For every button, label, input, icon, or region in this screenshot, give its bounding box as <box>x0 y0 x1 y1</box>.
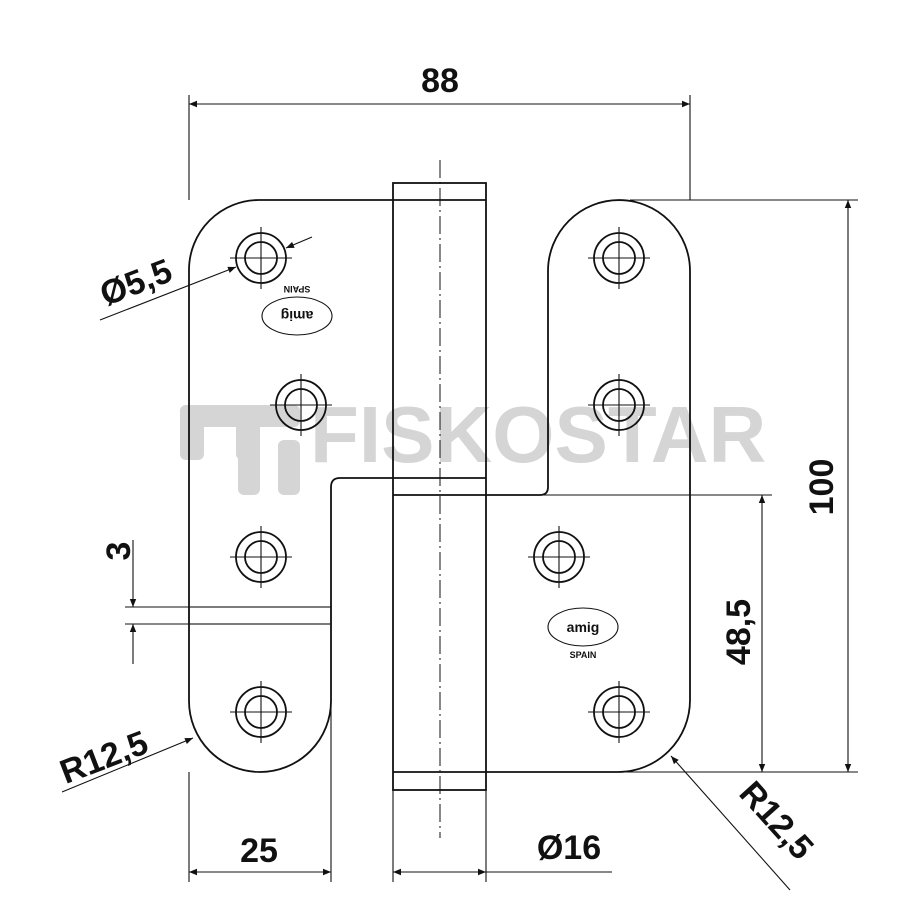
dimension-radius-right: R12,5 <box>670 755 821 891</box>
dimension-hole-diameter: Ø5,5 <box>95 236 313 321</box>
screw-hole-icon <box>588 227 650 289</box>
brand-mark-left: amig SPAIN <box>261 284 333 336</box>
dim-25-label: 25 <box>240 832 278 870</box>
dimension-radius-left: R12,5 <box>55 724 194 793</box>
brand-logo-text: amig <box>281 308 314 324</box>
hatched-section <box>188 606 332 625</box>
dim-100-label: 100 <box>803 459 841 516</box>
dim-hole-diameter-label: Ø5,5 <box>95 252 177 314</box>
screw-hole-icon <box>270 374 332 436</box>
watermark-text: FISKOSTAR <box>310 390 766 479</box>
dim-3-label: 3 <box>100 542 138 561</box>
screw-hole-icon <box>230 227 292 289</box>
screw-hole-icon <box>588 374 650 436</box>
dim-radius-right-label: R12,5 <box>732 774 821 867</box>
dim-88-label: 88 <box>421 62 459 100</box>
dimension-height: 100 <box>618 199 858 773</box>
origin-text: SPAIN <box>570 650 597 660</box>
screw-holes <box>230 227 650 743</box>
dim-48-5-label: 48,5 <box>720 599 758 665</box>
watermark: FISKOSTAR <box>180 390 766 495</box>
dimension-overall-width: 88 <box>188 62 691 200</box>
screw-hole-icon <box>588 681 650 743</box>
dimension-gap: 3 <box>100 540 189 664</box>
dimension-leaf-width: 25 <box>188 701 332 882</box>
right-leaf-outline <box>486 199 691 773</box>
brand-mark-right: amig SPAIN <box>547 607 619 660</box>
screw-hole-icon <box>230 526 292 588</box>
dimension-lower-height: 48,5 <box>486 494 772 772</box>
origin-text: SPAIN <box>284 284 311 294</box>
dim-pin-diameter-label: Ø16 <box>537 829 601 867</box>
hinge-pin <box>392 160 487 838</box>
watermark-logo-icon <box>180 405 300 495</box>
dim-radius-left-label: R12,5 <box>55 724 153 792</box>
screw-hole-icon <box>230 681 292 743</box>
dimension-pin-diameter: Ø16 <box>392 790 612 882</box>
left-leaf-outline <box>188 199 393 773</box>
brand-logo-text: amig <box>567 619 600 635</box>
screw-hole-icon <box>528 526 590 588</box>
